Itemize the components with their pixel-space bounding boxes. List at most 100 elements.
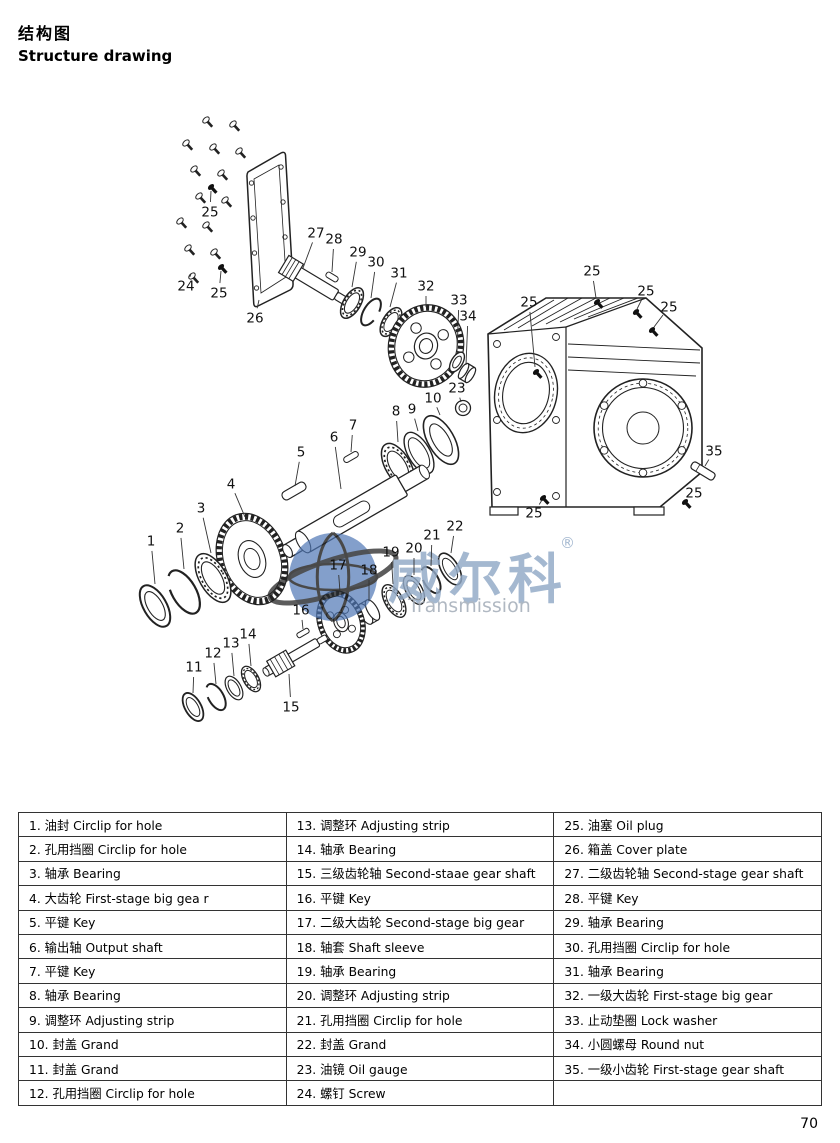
- callout-leader-line: [450, 535, 454, 554]
- screw-icon: [180, 137, 194, 152]
- page-title-english: Structure drawing: [18, 47, 173, 65]
- callout-leader-line: [234, 493, 246, 518]
- callout-leader-line: [338, 574, 341, 593]
- callout-leader-line: [151, 550, 156, 585]
- parts-table-cell: 19. 轴承 Bearing: [285, 958, 555, 984]
- parts-table-cell: 28. 平键 Key: [553, 885, 822, 911]
- second-stage-gear-shaft: [277, 254, 349, 305]
- callout-leader-line: [331, 248, 334, 273]
- parts-table-cell: 30. 孔用挡圈 Circlip for hole: [553, 933, 822, 960]
- callout-number: 25: [520, 295, 537, 311]
- callout-leader-line: [389, 282, 397, 308]
- callout-number: 3: [197, 501, 206, 517]
- circlip-for-hole: [420, 565, 442, 595]
- callout-number: 1: [147, 534, 156, 550]
- callout-number: 12: [204, 646, 221, 662]
- parts-table-cell: 34. 小圆螺母 Round nut: [553, 1031, 822, 1057]
- callout-number: 25: [583, 264, 600, 280]
- callout-leader-line: [288, 673, 291, 698]
- callout-number: 33: [450, 293, 467, 309]
- callout-number: 23: [448, 381, 465, 397]
- gearbox-housing: [487, 297, 703, 516]
- parts-table-cell: 11. 封盖 Grand: [18, 1055, 287, 1082]
- callout-number: 34: [459, 309, 476, 325]
- callout-number: 8: [392, 404, 401, 420]
- parts-table-cell: 8. 轴承 Bearing: [18, 982, 287, 1009]
- end-cap: [181, 692, 205, 722]
- callout-leader-line: [465, 325, 469, 366]
- callout-number: 25: [637, 284, 654, 300]
- first-stage-gear-shaft: [690, 461, 716, 481]
- callout-number: 35: [705, 444, 722, 460]
- parts-table-cell: 26. 箱盖 Cover plate: [553, 836, 822, 862]
- parts-table-cell: 9. 调整环 Adjusting strip: [18, 1007, 287, 1033]
- page-title-chinese: 结构图: [18, 24, 73, 43]
- screw-icon: [200, 219, 214, 234]
- callout-leader-line: [256, 299, 260, 309]
- callout-leader-line: [180, 537, 185, 570]
- side-bore: [493, 352, 559, 434]
- watermark-subtitle: Transmission: [407, 595, 531, 617]
- round-nut: [457, 362, 477, 384]
- parts-table-cell: 14. 轴承 Bearing: [285, 836, 555, 862]
- callout-number: 16: [292, 603, 309, 619]
- callout-leader-line: [436, 407, 441, 416]
- parts-table-cell: 1. 油封 Circlip for hole: [18, 811, 287, 838]
- callout-number: 25: [201, 205, 218, 221]
- watermark: 威尔科 ® Transmission: [267, 531, 575, 623]
- screw-icon: [233, 145, 247, 160]
- adjusting-strip: [403, 431, 435, 475]
- callout-number: 2: [176, 521, 185, 537]
- screw-icon: [182, 242, 196, 257]
- parts-table-cell: 25. 油塞 Oil plug: [553, 811, 822, 838]
- parts-table-cell: 6. 输出轴 Output shaft: [18, 933, 287, 960]
- key: [296, 627, 310, 639]
- parts-table-cell: 22. 封盖 Grand: [285, 1031, 555, 1057]
- parts-table-cell: 18. 轴套 Shaft sleeve: [285, 933, 555, 960]
- parts-table-cell: 15. 三级齿轮轴 Second-staae gear shaft: [285, 860, 555, 887]
- callout-leader-line: [396, 420, 399, 443]
- oil-seal: [138, 584, 172, 628]
- second-stage-gear-shaft-small: [262, 634, 328, 678]
- callout-number: 22: [446, 519, 463, 535]
- callout-leader-line: [636, 299, 642, 310]
- parts-table-cell: 32. 一级大齿轮 First-stage big gear: [553, 982, 822, 1009]
- callout-number: 26: [246, 311, 263, 327]
- screw-icon: [227, 118, 241, 133]
- page-header: 结构图 Structure drawing: [18, 20, 172, 65]
- page-number: 70: [800, 1116, 818, 1132]
- callout-number: 27: [307, 226, 324, 242]
- callout-number: 25: [210, 286, 227, 302]
- callout-number: 24: [177, 279, 194, 295]
- key: [343, 451, 359, 463]
- flange-bolt-holes: [599, 378, 687, 478]
- callout-leader-line: [334, 446, 342, 490]
- parts-table-cell: 23. 油镜 Oil gauge: [285, 1055, 555, 1082]
- parts-table-cell: 35. 一级小齿轮 First-stage gear shaft: [553, 1055, 822, 1082]
- callout-number: 15: [282, 700, 299, 716]
- callout-leader-line: [704, 459, 710, 467]
- adjusting-strip: [224, 675, 244, 701]
- callout-leader-line: [370, 271, 376, 299]
- bearing: [240, 665, 262, 693]
- screw-icon: [174, 215, 188, 230]
- parts-table-cell: 31. 轴承 Bearing: [553, 958, 822, 984]
- callout-leader-line: [593, 280, 597, 299]
- parts-table-cell: 29. 轴承 Bearing: [553, 909, 822, 935]
- parts-table-cell: 10. 封盖 Grand: [18, 1031, 287, 1057]
- callout-leader-line: [653, 314, 664, 328]
- callout-number: 28: [325, 232, 342, 248]
- screw-icon: [188, 163, 202, 178]
- callout-leader-line: [210, 190, 212, 203]
- callout-number: 10: [424, 391, 441, 407]
- callout-number: 30: [367, 255, 384, 271]
- cover-plate: [246, 151, 294, 308]
